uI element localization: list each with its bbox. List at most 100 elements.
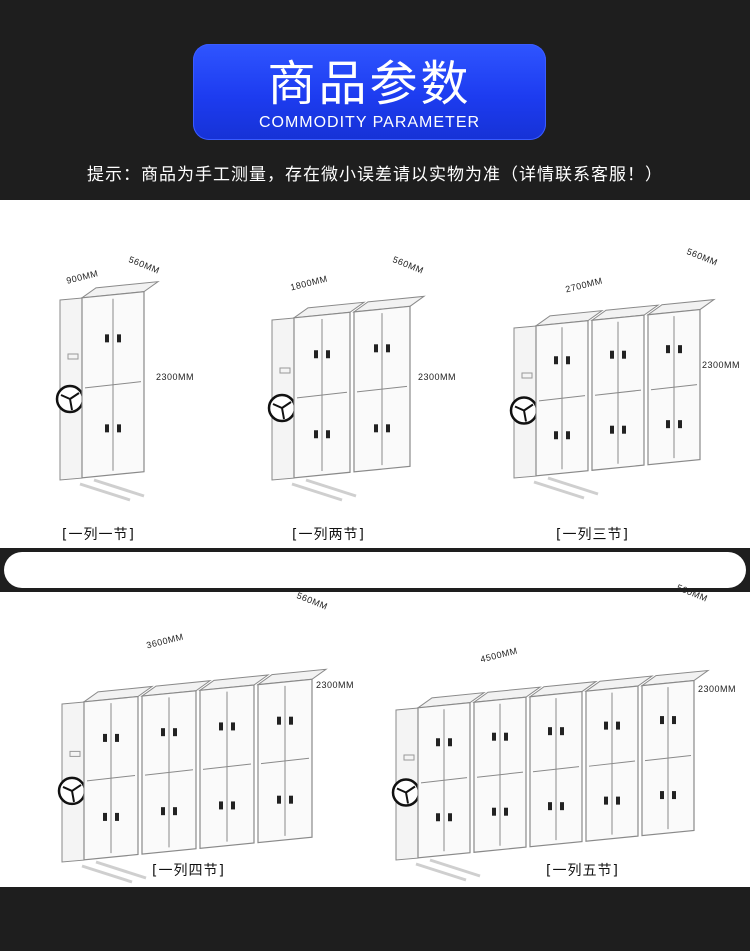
lock-icon bbox=[554, 431, 558, 440]
lock-icon bbox=[115, 733, 119, 742]
cabinet-4 bbox=[57, 668, 328, 884]
lock-icon bbox=[492, 807, 496, 816]
lock-icon bbox=[115, 812, 119, 821]
door-split-h bbox=[86, 774, 136, 782]
lock-icon bbox=[504, 732, 508, 741]
page-title: 商品参数 bbox=[267, 56, 472, 112]
handwheel-spokes bbox=[60, 392, 80, 411]
door-split-h bbox=[202, 763, 252, 770]
cabinet-2 bbox=[267, 295, 426, 502]
door-split-h bbox=[532, 766, 580, 773]
lock-icon bbox=[231, 801, 235, 810]
door-split-h bbox=[650, 384, 698, 391]
lock-icon bbox=[566, 356, 570, 365]
header-banner: 商品参数 COMMODITY PARAMETER 提示：商品为手工测量，存在微小… bbox=[0, 0, 750, 200]
cabinet-illustrations-top bbox=[55, 281, 716, 502]
handwheel-spokes bbox=[272, 401, 292, 420]
product-panel-bottom: 3600MM 560MM 2300MM [一列四节] 4500MM 560MM … bbox=[0, 582, 750, 887]
lock-icon bbox=[314, 350, 318, 359]
lock-icon bbox=[548, 727, 552, 736]
lock-icon bbox=[289, 716, 293, 725]
lock-icon bbox=[616, 721, 620, 730]
page-subtitle: COMMODITY PARAMETER bbox=[258, 114, 481, 131]
lock-icon bbox=[173, 807, 177, 816]
height-dim-2: 2300MM bbox=[418, 372, 457, 382]
lock-icon bbox=[678, 420, 682, 429]
lock-icon bbox=[622, 350, 626, 359]
floor-rail bbox=[79, 478, 145, 502]
lock-icon bbox=[386, 344, 390, 353]
floor-rail bbox=[81, 860, 147, 884]
lock-icon bbox=[610, 425, 614, 434]
floor-rail bbox=[533, 476, 599, 500]
door-split-h bbox=[588, 760, 636, 767]
label-3: [一列三节] bbox=[556, 527, 629, 543]
lock-icon bbox=[660, 791, 664, 800]
lock-icon bbox=[277, 716, 281, 725]
lock-icon bbox=[161, 807, 165, 816]
lock-icon bbox=[660, 716, 664, 725]
cabinet-5 bbox=[391, 669, 710, 882]
lock-icon bbox=[448, 738, 452, 747]
label-2: [一列两节] bbox=[292, 527, 365, 543]
lock-icon bbox=[492, 732, 496, 741]
lock-icon bbox=[436, 738, 440, 747]
lock-icon bbox=[117, 424, 121, 433]
lock-icon bbox=[374, 424, 378, 433]
lock-icon bbox=[566, 431, 570, 440]
floor-rail bbox=[415, 858, 481, 882]
cabinet-illustrations-bottom bbox=[57, 668, 710, 884]
height-dim-1: 2300MM bbox=[156, 372, 195, 382]
lock-icon bbox=[105, 334, 109, 343]
door-split-h bbox=[296, 391, 348, 399]
lock-icon bbox=[161, 728, 165, 737]
control-panel bbox=[403, 754, 415, 761]
lock-icon bbox=[289, 795, 293, 804]
section-separator bbox=[0, 548, 750, 592]
label-5: [一列五节] bbox=[546, 863, 619, 879]
door-split-h bbox=[420, 777, 468, 784]
lock-icon bbox=[374, 344, 378, 353]
height-dim-4: 2300MM bbox=[316, 680, 355, 690]
lock-icon bbox=[604, 796, 608, 805]
door-split-h bbox=[260, 757, 310, 765]
door-split-h bbox=[644, 755, 692, 762]
lock-icon bbox=[326, 350, 330, 359]
measurement-hint: 提示：商品为手工测量，存在微小误差请以实物为准（详情联系客服！） bbox=[87, 165, 663, 185]
label-4: [一列四节] bbox=[152, 863, 225, 879]
lock-icon bbox=[231, 722, 235, 731]
lock-icon bbox=[548, 802, 552, 811]
lock-icon bbox=[604, 721, 608, 730]
lock-icon bbox=[504, 807, 508, 816]
lock-icon bbox=[105, 424, 109, 433]
floor-rail bbox=[291, 478, 357, 502]
lock-icon bbox=[103, 733, 107, 742]
label-1: [一列一节] bbox=[62, 527, 135, 543]
handwheel-spokes bbox=[62, 784, 82, 803]
door-split-h bbox=[538, 395, 586, 402]
lock-icon bbox=[560, 802, 564, 811]
lock-icon bbox=[666, 420, 670, 429]
height-dim-5: 2300MM bbox=[698, 684, 737, 694]
lock-icon bbox=[560, 727, 564, 736]
door-split-h bbox=[476, 771, 524, 778]
handwheel-spokes bbox=[514, 403, 534, 422]
lock-icon bbox=[173, 728, 177, 737]
door-split-h bbox=[594, 389, 642, 396]
cabinet-1 bbox=[55, 281, 160, 502]
lock-icon bbox=[666, 345, 670, 354]
control-panel bbox=[279, 367, 291, 374]
door-split-h bbox=[356, 385, 408, 393]
height-dim-3: 2300MM bbox=[702, 360, 741, 370]
lock-icon bbox=[622, 425, 626, 434]
door-split-h bbox=[144, 769, 194, 776]
lock-icon bbox=[326, 430, 330, 439]
lock-icon bbox=[436, 813, 440, 822]
lock-icon bbox=[678, 345, 682, 354]
door-split-h bbox=[84, 381, 142, 389]
control-panel bbox=[521, 372, 533, 379]
lock-icon bbox=[448, 813, 452, 822]
handwheel-spokes bbox=[396, 785, 416, 804]
lock-icon bbox=[117, 334, 121, 343]
lock-icon bbox=[672, 716, 676, 725]
